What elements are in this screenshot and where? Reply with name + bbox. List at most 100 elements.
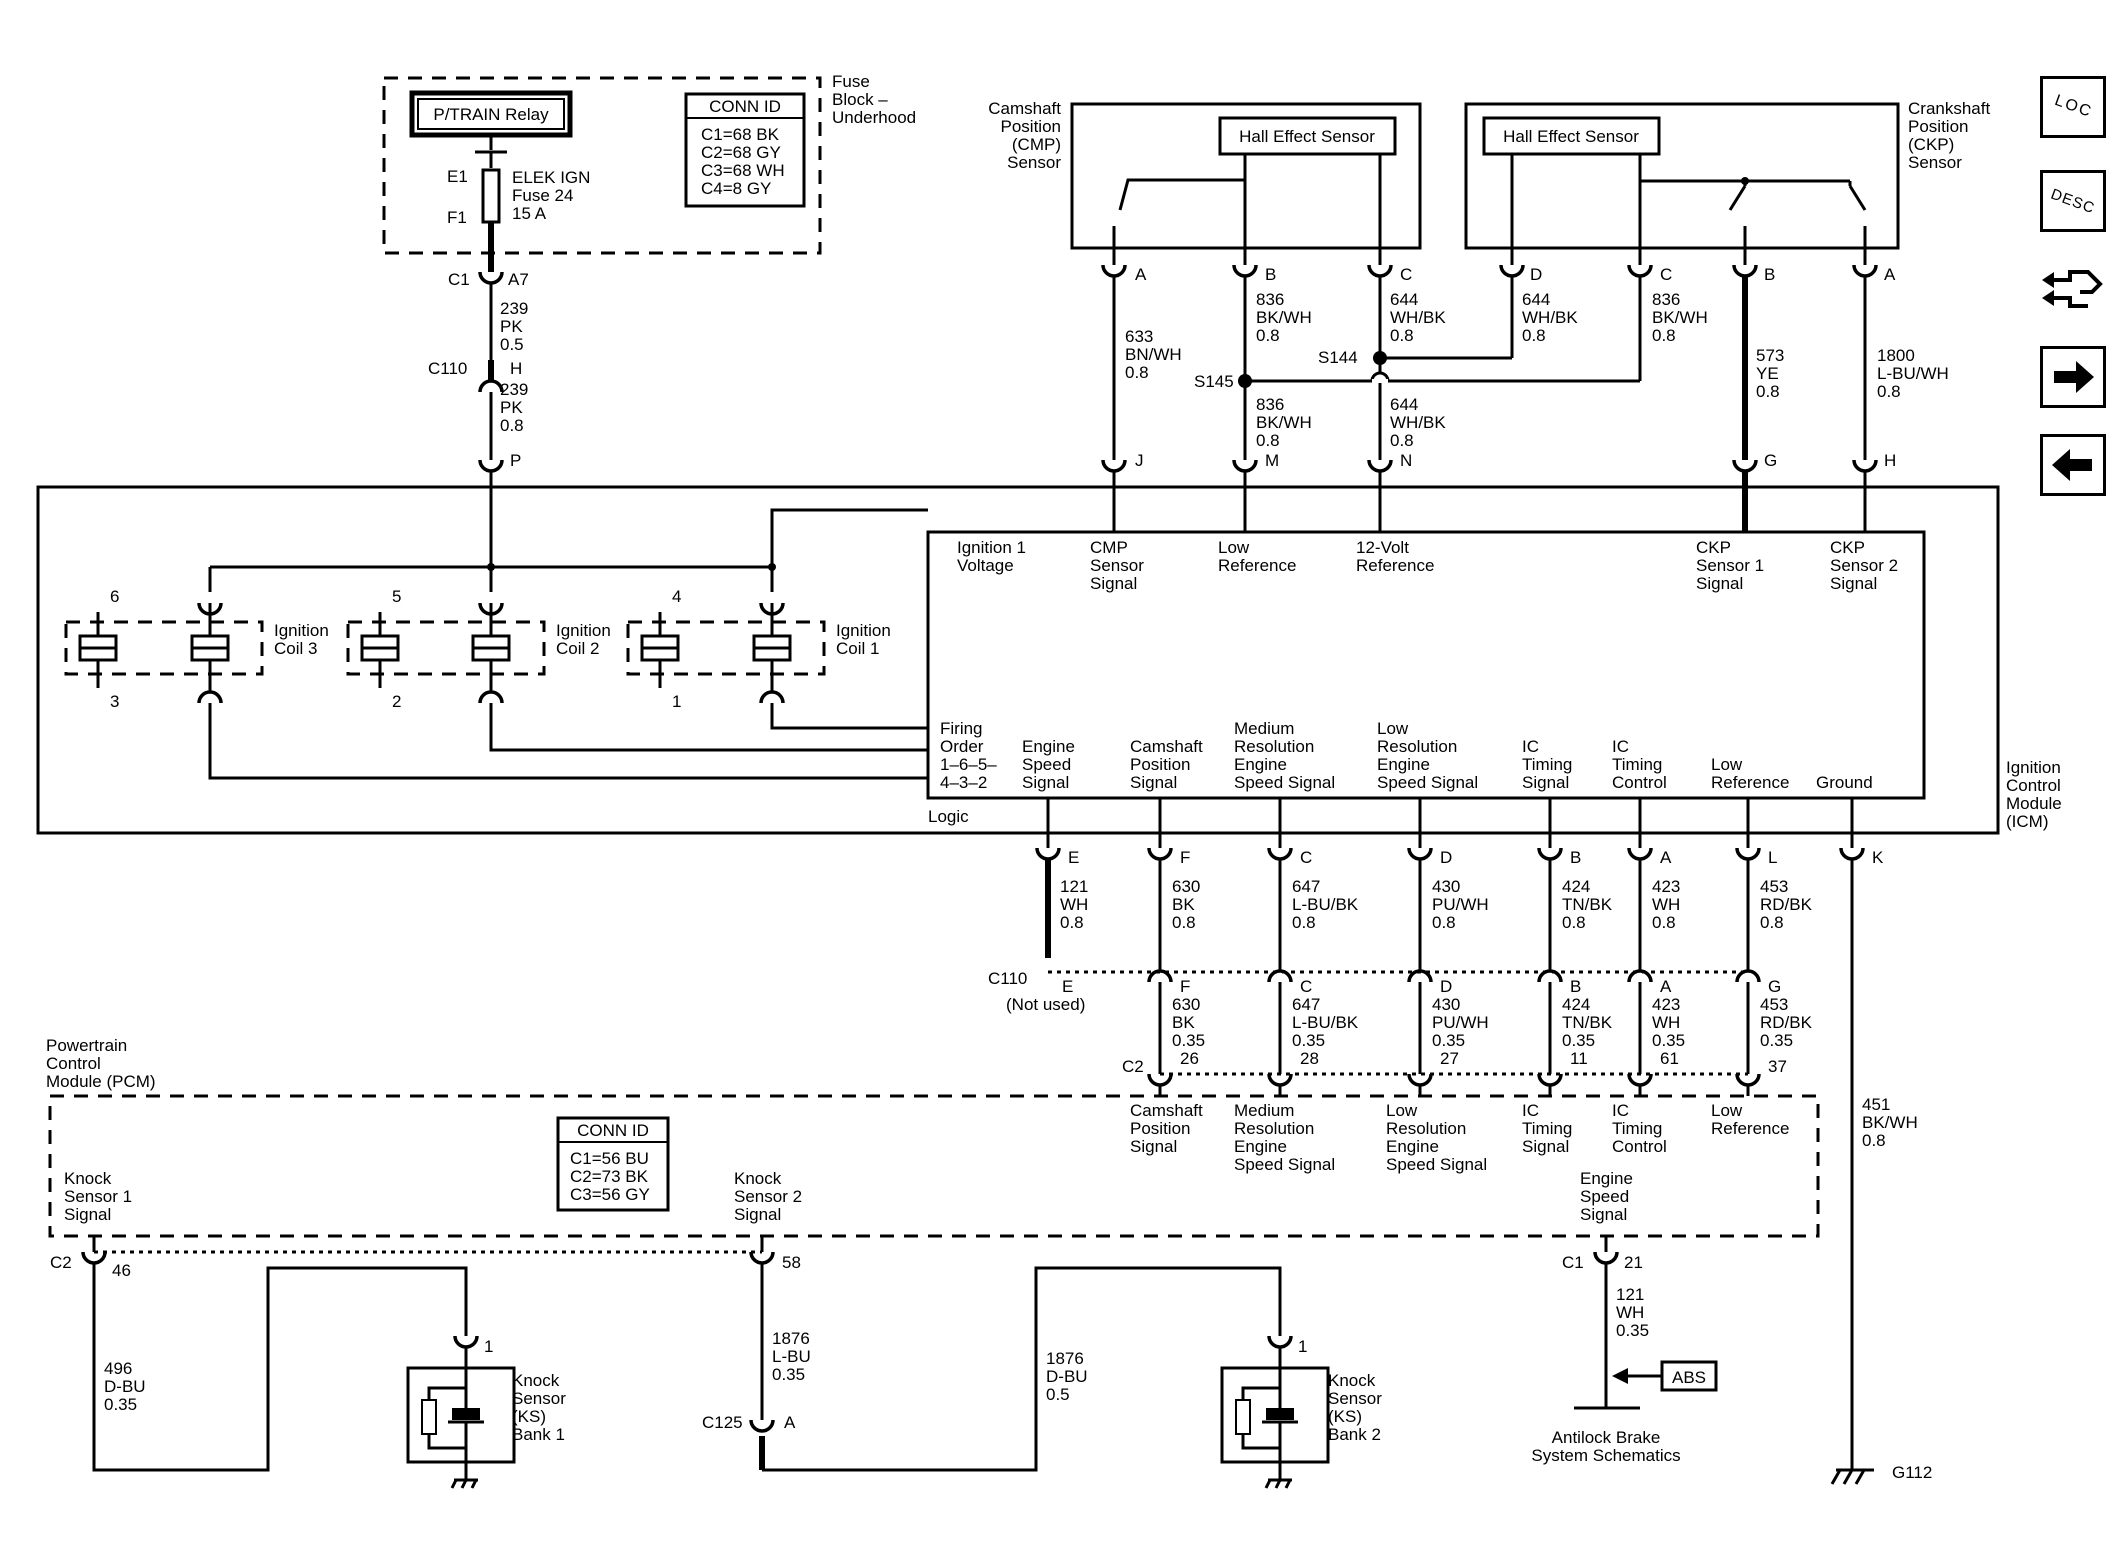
pcm-label-3: Module (PCM) — [46, 1072, 156, 1091]
ground-wire-label: 451 — [1862, 1095, 1890, 1114]
ckp-label-2: Position — [1908, 117, 1968, 136]
connector-view-button[interactable] — [2040, 258, 2106, 320]
splice-s145-label: S145 — [1194, 372, 1234, 391]
wire-label: 423 — [1652, 877, 1680, 896]
cmp-pin-b: B — [1265, 265, 1276, 284]
icm-pin: A — [1660, 848, 1672, 867]
wire-836-color: BK/WH — [1256, 308, 1312, 327]
icm-sig-lowref-b: Reference — [1711, 773, 1789, 792]
wire-836-label: 836 — [1652, 290, 1680, 309]
wire-1876-label: 1876 — [772, 1329, 810, 1348]
wire-label: 424 — [1562, 877, 1590, 896]
wire-label: 453 — [1760, 877, 1788, 896]
fuse-conn-item: C1=68 BK — [701, 125, 780, 144]
icm-sig-cmp: CMP — [1090, 538, 1128, 557]
connector-c1-label: C1 — [448, 270, 470, 289]
ground-g112-label: G112 — [1892, 1463, 1932, 1482]
icm-pin: L — [1768, 848, 1777, 867]
icm-sig-cmp: Signal — [1090, 574, 1137, 593]
wire-label: WH — [1652, 1013, 1680, 1032]
pcm-c2-label: C2 — [50, 1253, 72, 1272]
ckp-sensor: Crankshaft Position (CKP) Sensor Hall Ef… — [1464, 99, 1990, 284]
pcm-sig: Low — [1711, 1101, 1743, 1120]
pcm-sig: Signal — [1130, 1137, 1177, 1156]
cmp-hall-label: Hall Effect Sensor — [1239, 127, 1375, 146]
pcm-ks1: Sensor 1 — [64, 1187, 132, 1206]
icm-sig-camshaft: Camshaft — [1130, 737, 1203, 756]
wire-label: 0.35 — [1292, 1031, 1325, 1050]
ks-bank1-label: Sensor — [512, 1389, 566, 1408]
ks-pin: 1 — [484, 1337, 493, 1356]
pcm-sig: Engine — [1234, 1137, 1287, 1156]
ks-bank1-label: Knock — [512, 1371, 560, 1390]
cmp-label-1: Camshaft — [988, 99, 1061, 118]
icm-output-wires: E F C D B A L K 121 WH 0.8 630 BK 0.8 64… — [988, 798, 1918, 1470]
wire-239-size: 0.8 — [500, 416, 524, 435]
pcm-sig: Speed Signal — [1234, 1155, 1335, 1174]
wire-836-color: BK/WH — [1652, 308, 1708, 327]
wire-496-color: D-BU — [104, 1377, 146, 1396]
not-used-label: (Not used) — [1006, 995, 1085, 1014]
pcm-sig: Engine — [1386, 1137, 1439, 1156]
description-button[interactable]: DESC — [2040, 170, 2106, 232]
fuse-conn-item: C2=68 GY — [701, 143, 781, 162]
icm-sig-camshaft: Position — [1130, 755, 1190, 774]
icm-sig-ckp2: CKP — [1830, 538, 1865, 557]
pcm-pin-21: 21 — [1624, 1253, 1643, 1272]
icm-sig-medium: Medium — [1234, 719, 1294, 738]
icm-sig-ic-control: Control — [1612, 773, 1667, 792]
pcm-sig: Speed Signal — [1386, 1155, 1487, 1174]
wire-label: 0.8 — [1292, 913, 1316, 932]
pcm-sig: IC — [1522, 1101, 1539, 1120]
sensor-wires: 633 BN/WH 0.8 836 BK/WH 0.8 644 WH/BK 0.… — [1101, 276, 1949, 532]
wire-label: 0.8 — [1562, 913, 1586, 932]
icm-pin-g: G — [1764, 451, 1777, 470]
abs-text: System Schematics — [1531, 1446, 1680, 1465]
wire-644-size: 0.8 — [1522, 326, 1546, 345]
wire-633-size: 0.8 — [1125, 363, 1149, 382]
pcm-ks2: Knock — [734, 1169, 782, 1188]
pin-a7-label: A7 — [508, 270, 529, 289]
cmp-pin-c: C — [1400, 265, 1412, 284]
coil-label: Coil 1 — [836, 639, 879, 658]
wire-1876-size: 0.5 — [1046, 1385, 1070, 1404]
wire-label: 430 — [1432, 995, 1460, 1014]
wire-label: WH — [1060, 895, 1088, 914]
wire-label: L-BU/BK — [1292, 1013, 1359, 1032]
firing-order-label: Order — [940, 737, 984, 756]
fuse-e1-label: E1 — [447, 167, 468, 186]
description-button-label: DESC — [2048, 185, 2098, 217]
wire-239-color: PK — [500, 398, 523, 417]
fuse-label-3: 15 A — [512, 204, 547, 223]
c110-pin: A — [1660, 977, 1672, 996]
wire-label: 0.8 — [1760, 913, 1784, 932]
pcm-conn-item: C3=56 GY — [570, 1185, 650, 1204]
icm-sig-12v: Reference — [1356, 556, 1434, 575]
wire-644-color: WH/BK — [1522, 308, 1578, 327]
pcm-pin-46: 46 — [112, 1261, 131, 1280]
location-button[interactable]: LOC — [2040, 76, 2106, 138]
c110-pin: G — [1768, 977, 1781, 996]
wire-label: WH — [1652, 895, 1680, 914]
wire-label: 630 — [1172, 995, 1200, 1014]
fuse-label-2: Fuse 24 — [512, 186, 573, 205]
c110-pin: B — [1570, 977, 1581, 996]
c2-pin: 37 — [1768, 1057, 1787, 1076]
ckp-pin-b: B — [1764, 265, 1775, 284]
fuse-block: Fuse Block – Underhood P/TRAIN Relay CON… — [382, 72, 916, 272]
icm-sig-ic-control: Timing — [1612, 755, 1662, 774]
icm-sig-ign1: Voltage — [957, 556, 1014, 575]
previous-page-button[interactable] — [2040, 434, 2106, 496]
ground-wire-label: 0.8 — [1862, 1131, 1886, 1150]
abs-text: Antilock Brake — [1552, 1428, 1661, 1447]
wire-836-label: 836 — [1256, 395, 1284, 414]
icm-sig-ic-timing: Timing — [1522, 755, 1572, 774]
coil-label: Ignition — [836, 621, 891, 640]
c2-pin: 27 — [1440, 1049, 1459, 1068]
next-page-button[interactable] — [2040, 346, 2106, 408]
pcm-ess: Engine — [1580, 1169, 1633, 1188]
icm-pin-n: N — [1400, 451, 1412, 470]
wire-644-label: 644 — [1390, 290, 1418, 309]
ignition-feed-wire: C1 A7 239 PK 0.5 C110 H 239 PK 0.8 P — [428, 270, 529, 567]
